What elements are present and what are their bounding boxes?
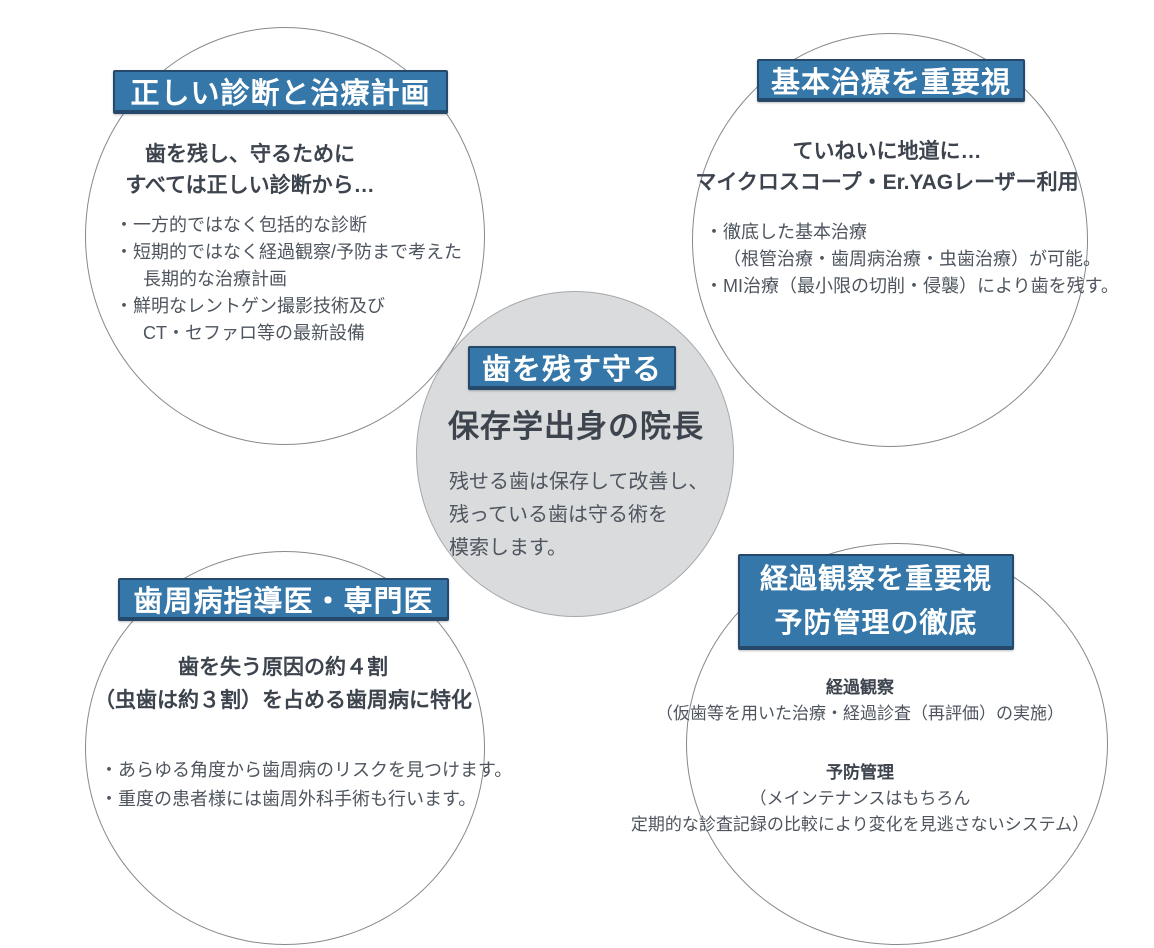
title-followup-prevention: 経過観察を重要視 予防管理の徹底 [738, 554, 1014, 650]
bullet-item: ・一方的ではなく包括的な診断 [115, 215, 367, 235]
title-line: 予防管理の徹底 [774, 607, 978, 638]
bullet-item: ・重度の患者様には歯周外科手術も行います。 [100, 789, 477, 809]
bullet-item: ・鮮明なレントゲン撮影技術及び [115, 296, 385, 316]
bullets-diagnosis: ・一方的ではなく包括的な診断 ・短期的ではなく経過観察/予防まで考えた 長期的な… [115, 212, 462, 347]
body-line: 残せる歯は保存して改善し、 [449, 471, 709, 493]
bullet-item: （根管治療・歯周病治療・虫歯治療）が可能。 [723, 249, 1101, 269]
subtitle-line: 歯を残し、守るために [145, 143, 355, 166]
subtitle-line: すべては正しい診断から… [125, 174, 375, 197]
bullet-item: 長期的な治療計画 [143, 269, 287, 289]
heading-director: 保存学出身の院長 [448, 409, 704, 444]
section-line: 定期的な診査記録の比較により変化を見逃さないシステム） [630, 815, 1090, 834]
title-diagnosis: 正しい診断と治療計画 [113, 70, 448, 114]
bullet-item: ・徹底した基本治療 [705, 222, 867, 242]
subtitle-line: マイクロスコープ・Er.YAGレーザー利用 [695, 171, 1079, 194]
section-heading: 経過観察 [826, 678, 894, 697]
title-save-teeth: 歯を残す守る [468, 346, 676, 390]
bullets-basic-treatment: ・徹底した基本治療 （根管治療・歯周病治療・虫歯治療）が可能。 ・MI治療（最小… [705, 219, 1119, 300]
body-director: 残せる歯は保存して改善し、 残っている歯は守る術を 模索します。 [449, 466, 708, 565]
title-perio-specialist: 歯周病指導医・専門医 [118, 578, 449, 621]
bullet-item: CT・セファロ等の最新設備 [143, 323, 365, 343]
body-line: 模索します。 [449, 537, 567, 559]
bullet-item: ・あらゆる角度から歯周病のリスクを見つけます。 [100, 760, 513, 780]
bullet-item: ・短期的ではなく経過観察/予防まで考えた [115, 242, 462, 262]
circle-center-director [416, 291, 734, 617]
subtitle-line: 歯を失う原因の約４割 [178, 656, 388, 679]
subtitle-basic-treatment: ていねいに地道に… マイクロスコープ・Er.YAGレーザー利用 [672, 136, 1102, 198]
title-basic-treatment: 基本治療を重要視 [757, 59, 1025, 102]
bullet-item: ・MI治療（最小限の切削・侵襲）により歯を残す。 [705, 276, 1119, 296]
section-prevention: 予防管理 （メインテナンスはもちろん 定期的な診査記録の比較により変化を見逃さな… [622, 760, 1098, 838]
section-line: （メインテナンスはもちろん [749, 789, 971, 808]
bullets-perio-specialist: ・あらゆる角度から歯周病のリスクを見つけます。 ・重度の患者様には歯周外科手術も… [100, 756, 512, 814]
section-heading: 予防管理 [826, 763, 894, 782]
subtitle-perio-specialist: 歯を失う原因の約４割 （虫歯は約３割）を占める歯周病に特化 [73, 651, 493, 717]
body-line: 残っている歯は守る術を [449, 504, 668, 526]
subtitle-line: ていねいに地道に… [792, 140, 982, 163]
subtitle-line: （虫歯は約３割）を占める歯周病に特化 [94, 689, 472, 712]
circle-basic-treatment [692, 33, 1088, 447]
title-line: 経過観察を重要視 [759, 563, 992, 594]
subtitle-diagnosis: 歯を残し、守るために すべては正しい診断から… [85, 139, 415, 201]
section-followup: 経過観察 （仮歯等を用いた治療・経過診査（再評価）の実施） [622, 675, 1098, 727]
sections-followup-prevention: 経過観察 （仮歯等を用いた治療・経過診査（再評価）の実施） 予防管理 （メインテ… [622, 675, 1098, 838]
section-line: （仮歯等を用いた治療・経過診査（再評価）の実施） [656, 704, 1064, 723]
